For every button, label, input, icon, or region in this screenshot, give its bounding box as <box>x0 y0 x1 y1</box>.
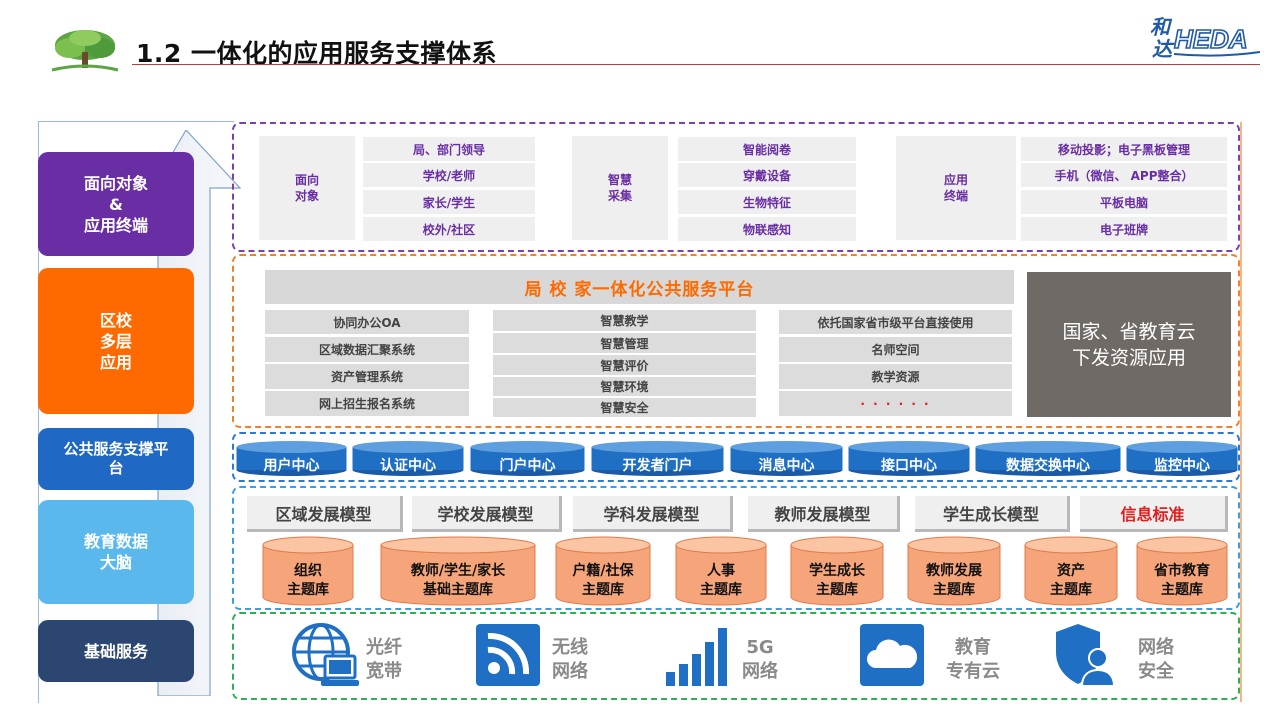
left-frame <box>38 121 234 703</box>
globe-computer-icon <box>292 623 359 686</box>
cloud-icon <box>860 624 924 686</box>
heda-logo: 和 达 HEDA <box>1150 15 1261 61</box>
smart-item: 智慧环境 <box>493 377 756 396</box>
model-box: 学科发展模型 <box>573 496 733 532</box>
infra-label: 网络 安全 <box>1138 637 1174 682</box>
layer2-frame <box>232 254 1240 428</box>
layer-label-infrastructure: 基础服务 <box>38 620 194 682</box>
layer5-frame <box>232 612 1240 700</box>
topic-database: 教师/学生/家长 基础主题库 <box>380 536 536 606</box>
center-label: 门户中心 <box>499 458 556 474</box>
center-label: 接口中心 <box>881 458 937 474</box>
terminal-item: 平板电脑 <box>1021 190 1227 214</box>
wifi-icon <box>476 624 540 686</box>
center-cylinder: 接口中心 <box>848 441 970 476</box>
resource-item: 教学资源 <box>779 364 1012 389</box>
layer-label-terminals: 面向对象 & 应用终端 <box>38 152 194 256</box>
center-label: 开发者门户 <box>622 458 693 474</box>
topic-database: 资产 主题库 <box>1024 536 1118 606</box>
app-item: 区域数据汇聚系统 <box>265 337 469 362</box>
ellipsis-item: · · · · · · <box>779 391 1012 416</box>
collection-item: 穿戴设备 <box>678 163 856 187</box>
database-label: 教师发展 主题库 <box>926 563 982 598</box>
resource-item: 依托国家省市级平台直接使用 <box>779 310 1012 334</box>
right-edge-line <box>1240 122 1242 702</box>
collection-item: 生物特征 <box>678 190 856 214</box>
title-divider <box>132 64 1260 65</box>
center-cylinder: 监控中心 <box>1126 441 1238 476</box>
center-cylinder: 认证中心 <box>352 441 464 476</box>
model-box: 学校发展模型 <box>412 496 562 532</box>
audience-item: 家长/学生 <box>363 190 535 214</box>
info-standard-box: 信息标准 <box>1080 496 1228 532</box>
center-cylinder: 数据交换中心 <box>975 441 1121 476</box>
security-shield-icon <box>1056 624 1116 687</box>
topic-database: 人事 主题库 <box>675 536 767 606</box>
database-label: 学生成长 主题库 <box>809 563 865 598</box>
database-label: 人事 主题库 <box>700 563 742 598</box>
center-label: 用户中心 <box>263 458 320 474</box>
layer-label-service-platform: 公共服务支撑平 台 <box>38 428 194 490</box>
center-cylinder: 门户中心 <box>470 441 585 476</box>
topic-database: 组织 主题库 <box>262 536 354 606</box>
center-cylinder: 开发者门户 <box>591 441 724 476</box>
database-label: 组织 主题库 <box>287 563 329 598</box>
collection-item: 智能阅卷 <box>678 137 856 161</box>
group-label-audience: 面向 对象 <box>259 136 355 240</box>
brand-cn-bottom: 达 <box>1152 37 1175 61</box>
topic-database: 教师发展 主题库 <box>907 536 1001 606</box>
center-label: 消息中心 <box>758 458 815 474</box>
app-item: 协同办公OA <box>265 310 469 334</box>
resource-item: 名师空间 <box>779 337 1012 362</box>
topic-database: 户籍/社保 主题库 <box>555 536 651 606</box>
terminal-item: 移动投影；电子黑板管理 <box>1021 137 1227 161</box>
center-label: 数据交换中心 <box>1006 458 1090 474</box>
database-label: 教师/学生/家长 基础主题库 <box>410 563 506 598</box>
database-label: 户籍/社保 主题库 <box>572 563 634 598</box>
infra-label: 5G 网络 <box>742 637 778 682</box>
layer-label-data-brain: 教育数据 大脑 <box>38 500 194 604</box>
app-item: 资产管理系统 <box>265 364 469 389</box>
model-box: 区域发展模型 <box>247 496 403 532</box>
smart-item: 智慧管理 <box>493 333 756 353</box>
database-label: 省市教育 主题库 <box>1154 563 1210 598</box>
national-cloud-box: 国家、省教育云 下发资源应用 <box>1027 272 1231 417</box>
signal-bars-icon <box>666 628 727 686</box>
audience-item: 局、部门领导 <box>363 137 535 161</box>
group-label-terminals: 应用 终端 <box>896 136 1016 240</box>
tree-logo-icon <box>51 30 119 72</box>
layer-label-applications: 区校 多层 应用 <box>38 268 194 414</box>
infra-label: 无线 网络 <box>552 637 588 682</box>
audience-item: 校外/社区 <box>363 217 535 241</box>
center-cylinder: 用户中心 <box>236 441 347 476</box>
group-label-collection: 智慧 采集 <box>572 136 668 240</box>
model-box: 学生成长模型 <box>915 496 1070 532</box>
smart-item: 智慧教学 <box>493 310 756 331</box>
page-title: 1.2 一体化的应用服务支撑体系 <box>136 39 497 68</box>
brand-en: HEDA <box>1174 24 1248 54</box>
model-box: 教师发展模型 <box>748 496 900 532</box>
terminal-item: 电子班牌 <box>1021 217 1227 241</box>
collection-item: 物联感知 <box>678 217 856 241</box>
platform-title: 局 校 家一体化公共服务平台 <box>265 270 1014 304</box>
brand-cn-top: 和 <box>1150 15 1173 39</box>
app-item: 网上招生报名系统 <box>265 391 469 416</box>
terminal-item: 手机（微信、 APP整合） <box>1021 163 1227 187</box>
smart-item: 智慧安全 <box>493 398 756 417</box>
center-label: 认证中心 <box>380 458 436 474</box>
topic-database: 学生成长 主题库 <box>790 536 884 606</box>
database-label: 资产 主题库 <box>1050 563 1092 598</box>
layer1-frame <box>232 122 1240 252</box>
smart-item: 智慧评价 <box>493 355 756 375</box>
layer3-frame <box>232 432 1240 482</box>
infra-label: 教育 专有云 <box>946 637 1000 682</box>
topic-database: 省市教育 主题库 <box>1136 536 1228 606</box>
audience-item: 学校/老师 <box>363 163 535 187</box>
center-cylinder: 消息中心 <box>730 441 843 476</box>
center-label: 监控中心 <box>1154 458 1210 474</box>
layer4-frame <box>232 486 1240 610</box>
infra-label: 光纤 宽带 <box>366 637 402 682</box>
